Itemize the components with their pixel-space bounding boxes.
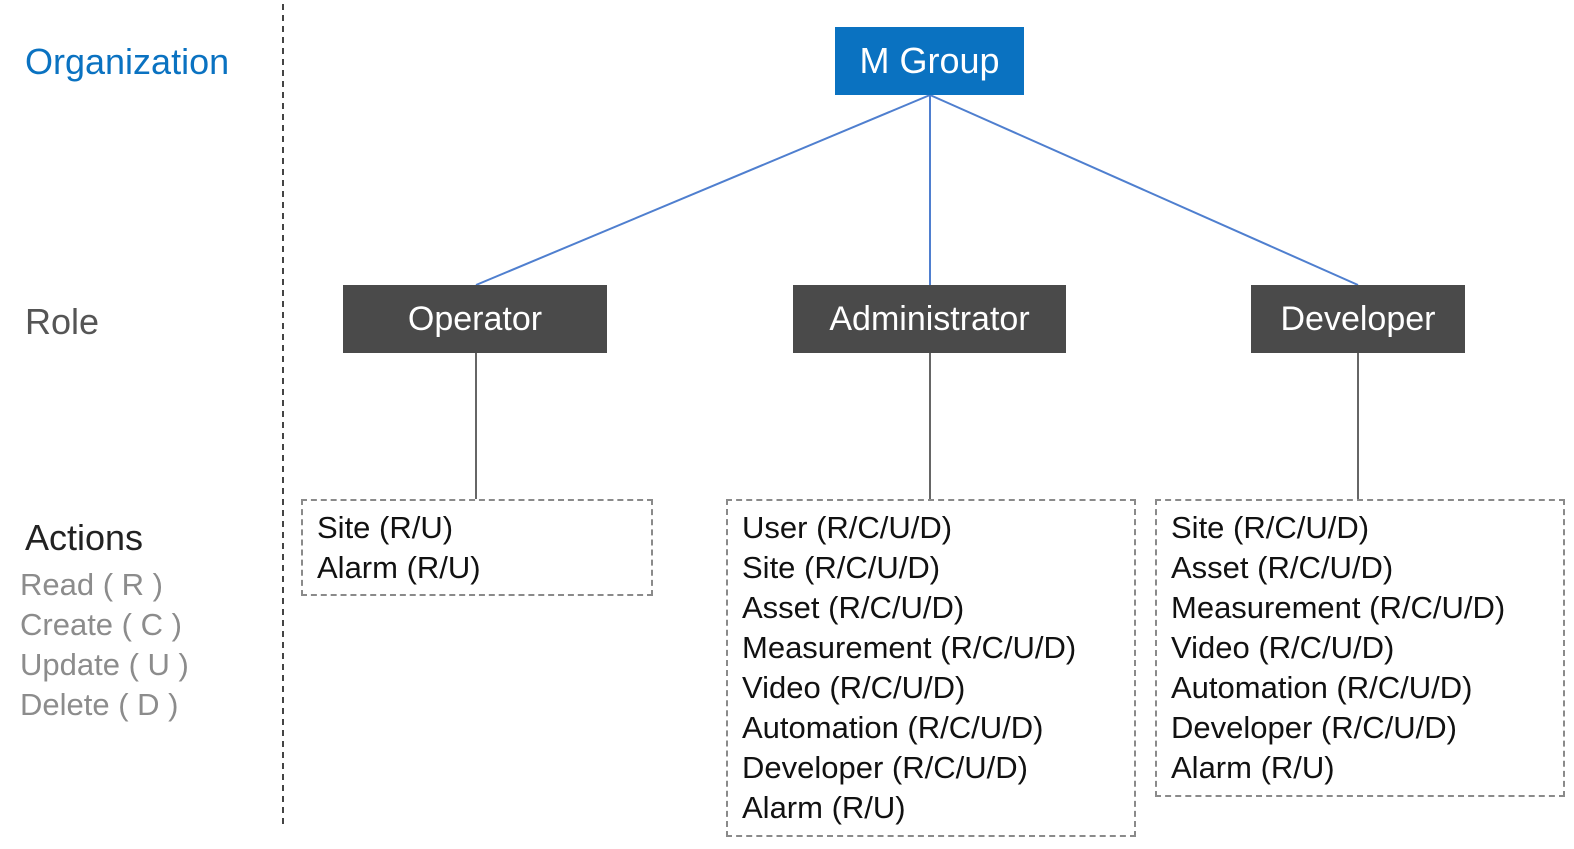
role-label: Role: [25, 301, 100, 342]
legend-read: Read ( R ): [20, 567, 163, 602]
action-item: Developer (R/C/U/D): [1171, 710, 1457, 745]
action-item: Asset (R/C/U/D): [742, 590, 965, 625]
role-node-operator: Operator: [343, 285, 607, 353]
action-item: Site (R/U): [317, 510, 454, 545]
action-item: Video (R/C/U/D): [742, 670, 966, 705]
action-item: Site (R/C/U/D): [1171, 510, 1370, 545]
role-node-developer: Developer: [1251, 285, 1465, 353]
legend-delete: Delete ( D ): [20, 687, 179, 722]
operator-actions-box: Site (R/U) Alarm (R/U): [301, 499, 653, 596]
legend-create: Create ( C ): [20, 607, 182, 642]
action-item: Developer (R/C/U/D): [742, 750, 1028, 785]
connector-org-to-operator: [475, 94, 931, 286]
action-item: Measurement (R/C/U/D): [742, 630, 1077, 665]
action-item: Alarm (R/U): [742, 790, 906, 825]
role-node-administrator: Administrator: [793, 285, 1066, 353]
action-item: Automation (R/C/U/D): [1171, 670, 1473, 705]
action-legend: Read ( R ) Create ( C ) Update ( U ) Del…: [20, 565, 189, 725]
action-item: Automation (R/C/U/D): [742, 710, 1044, 745]
organization-label: Organization: [25, 41, 230, 82]
action-item: Asset (R/C/U/D): [1171, 550, 1394, 585]
action-item: Alarm (R/U): [317, 550, 481, 585]
action-item: Site (R/C/U/D): [742, 550, 941, 585]
action-item: Alarm (R/U): [1171, 750, 1335, 785]
action-item: Video (R/C/U/D): [1171, 630, 1395, 665]
developer-actions-box: Site (R/C/U/D) Asset (R/C/U/D) Measureme…: [1155, 499, 1565, 797]
action-item: User (R/C/U/D): [742, 510, 953, 545]
action-item: Measurement (R/C/U/D): [1171, 590, 1506, 625]
organization-node: M Group: [835, 27, 1024, 95]
connector-org-to-developer: [929, 94, 1359, 286]
administrator-actions-box: User (R/C/U/D) Site (R/C/U/D) Asset (R/C…: [726, 499, 1136, 837]
legend-update: Update ( U ): [20, 647, 189, 682]
actions-label: Actions: [25, 517, 144, 558]
